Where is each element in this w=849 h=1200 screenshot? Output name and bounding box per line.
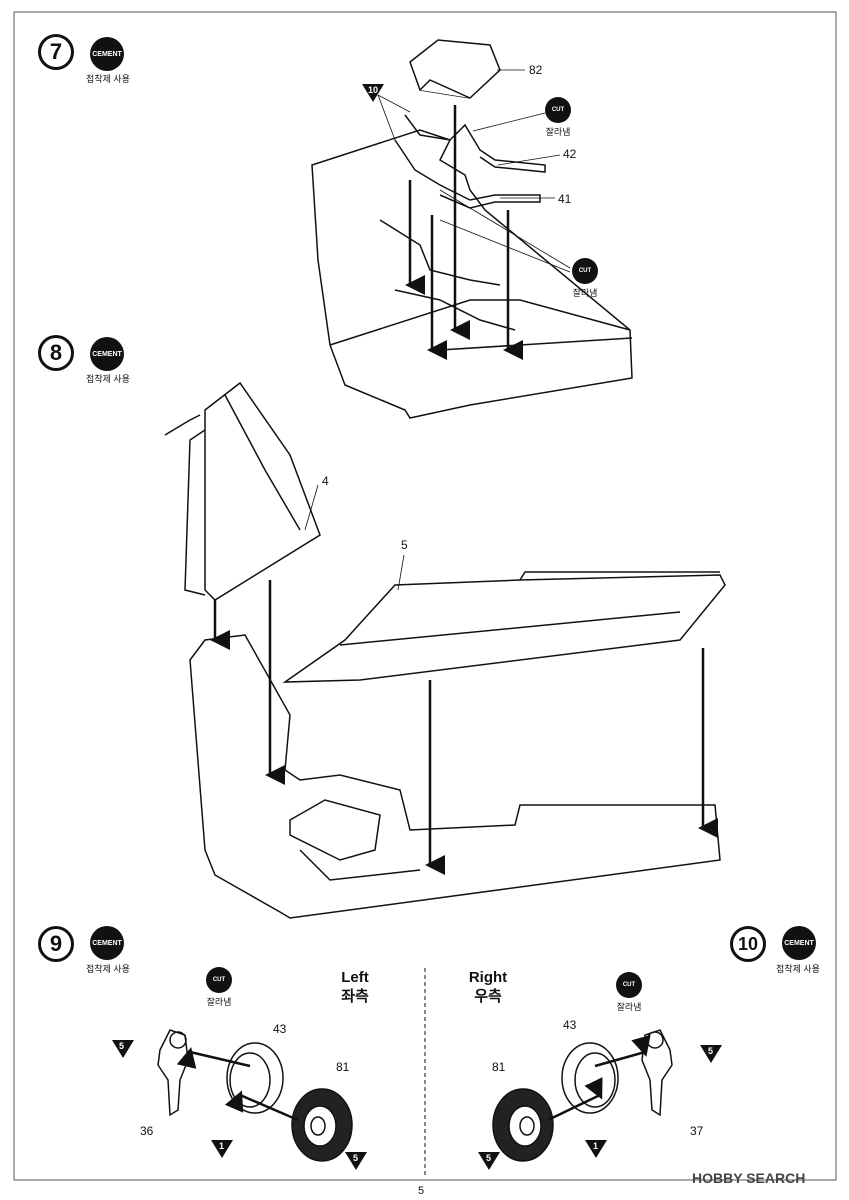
watermark: HOBBY SEARCH bbox=[692, 1170, 806, 1186]
step8-lower-wing bbox=[189, 634, 721, 919]
cement-caption-8: 접착제 사용 bbox=[86, 374, 130, 384]
part-label-43-right: 43 bbox=[563, 1018, 577, 1032]
cut-caption-left: 잘라냄 bbox=[206, 997, 232, 1007]
right-title-ko: 우측 bbox=[474, 988, 502, 1005]
part-label-42: 42 bbox=[563, 147, 577, 161]
cement-badge-7: CEMENT bbox=[90, 37, 124, 71]
step8-upper-wing-4 bbox=[164, 381, 321, 601]
color-ref-5-right-strut: 5 bbox=[708, 1046, 714, 1056]
cement-badge-9: CEMENT bbox=[90, 926, 124, 960]
left-title: Left 좌측 bbox=[325, 968, 385, 1006]
right-tire-81 bbox=[492, 1088, 554, 1162]
cut-caption-right: 잘라냄 bbox=[616, 1002, 642, 1012]
step8-leaders bbox=[304, 484, 405, 591]
step8-arrows bbox=[210, 580, 718, 875]
step7-arrows bbox=[405, 105, 523, 360]
left-title-en: Left bbox=[341, 969, 369, 986]
cement-caption-9: 접착제 사용 bbox=[86, 964, 130, 974]
page-frame bbox=[13, 11, 837, 1181]
left-arrows bbox=[176, 1047, 299, 1122]
part-label-5: 5 bbox=[401, 538, 408, 552]
cement-badge-8: CEMENT bbox=[90, 337, 124, 371]
part-label-37: 37 bbox=[690, 1124, 704, 1138]
cut-caption-step7-upper: 잘라냄 bbox=[545, 127, 571, 137]
cut-badge-step7-upper: CUT bbox=[545, 97, 571, 123]
color-ref-5-right-tire: 5 bbox=[486, 1153, 492, 1163]
part-82-cover bbox=[409, 39, 501, 99]
left-title-ko: 좌측 bbox=[341, 988, 369, 1005]
cut-badge-left: CUT bbox=[206, 967, 232, 993]
part-label-4: 4 bbox=[322, 474, 329, 488]
part-label-81-right: 81 bbox=[492, 1060, 506, 1074]
part-42-rail bbox=[404, 114, 546, 173]
part-label-41: 41 bbox=[558, 192, 572, 206]
step-9-number: 9 bbox=[38, 926, 74, 962]
step7-leaders bbox=[377, 69, 571, 273]
part-label-36: 36 bbox=[140, 1124, 154, 1138]
cut-caption-step7-lower: 잘라냄 bbox=[572, 288, 598, 298]
part-label-43-left: 43 bbox=[273, 1022, 287, 1036]
color-ref-1-left: 1 bbox=[219, 1141, 225, 1151]
right-strut-37 bbox=[641, 1029, 673, 1117]
part-41-rail bbox=[394, 139, 541, 209]
color-ref-triangles bbox=[112, 84, 722, 1170]
step8-part-5 bbox=[282, 571, 726, 683]
page-number: 5 bbox=[418, 1185, 425, 1197]
cement-caption-7: 접착제 사용 bbox=[86, 74, 130, 84]
step7-wing-panel bbox=[311, 129, 633, 419]
cement-badge-10: CEMENT bbox=[782, 926, 816, 960]
part-label-82: 82 bbox=[529, 63, 543, 77]
color-ref-5-left-tire: 5 bbox=[353, 1153, 359, 1163]
cut-badge-right: CUT bbox=[616, 972, 642, 998]
right-title: Right 우측 bbox=[458, 968, 518, 1006]
color-ref-10: 10 bbox=[368, 85, 379, 95]
step-7-number: 7 bbox=[38, 34, 74, 70]
right-hub-43 bbox=[561, 1042, 619, 1114]
right-arrows bbox=[547, 1034, 651, 1122]
color-ref-5-left-strut: 5 bbox=[119, 1041, 125, 1051]
color-ref-1-right: 1 bbox=[593, 1141, 599, 1151]
right-title-en: Right bbox=[468, 969, 508, 986]
step-10-number: 10 bbox=[730, 926, 766, 962]
step-8-number: 8 bbox=[38, 335, 74, 371]
cement-caption-10: 접착제 사용 bbox=[776, 964, 820, 974]
left-strut-36 bbox=[157, 1029, 189, 1117]
left-tire-81 bbox=[291, 1088, 353, 1162]
part-label-81-left: 81 bbox=[336, 1060, 350, 1074]
cut-badge-step7-lower: CUT bbox=[572, 258, 598, 284]
